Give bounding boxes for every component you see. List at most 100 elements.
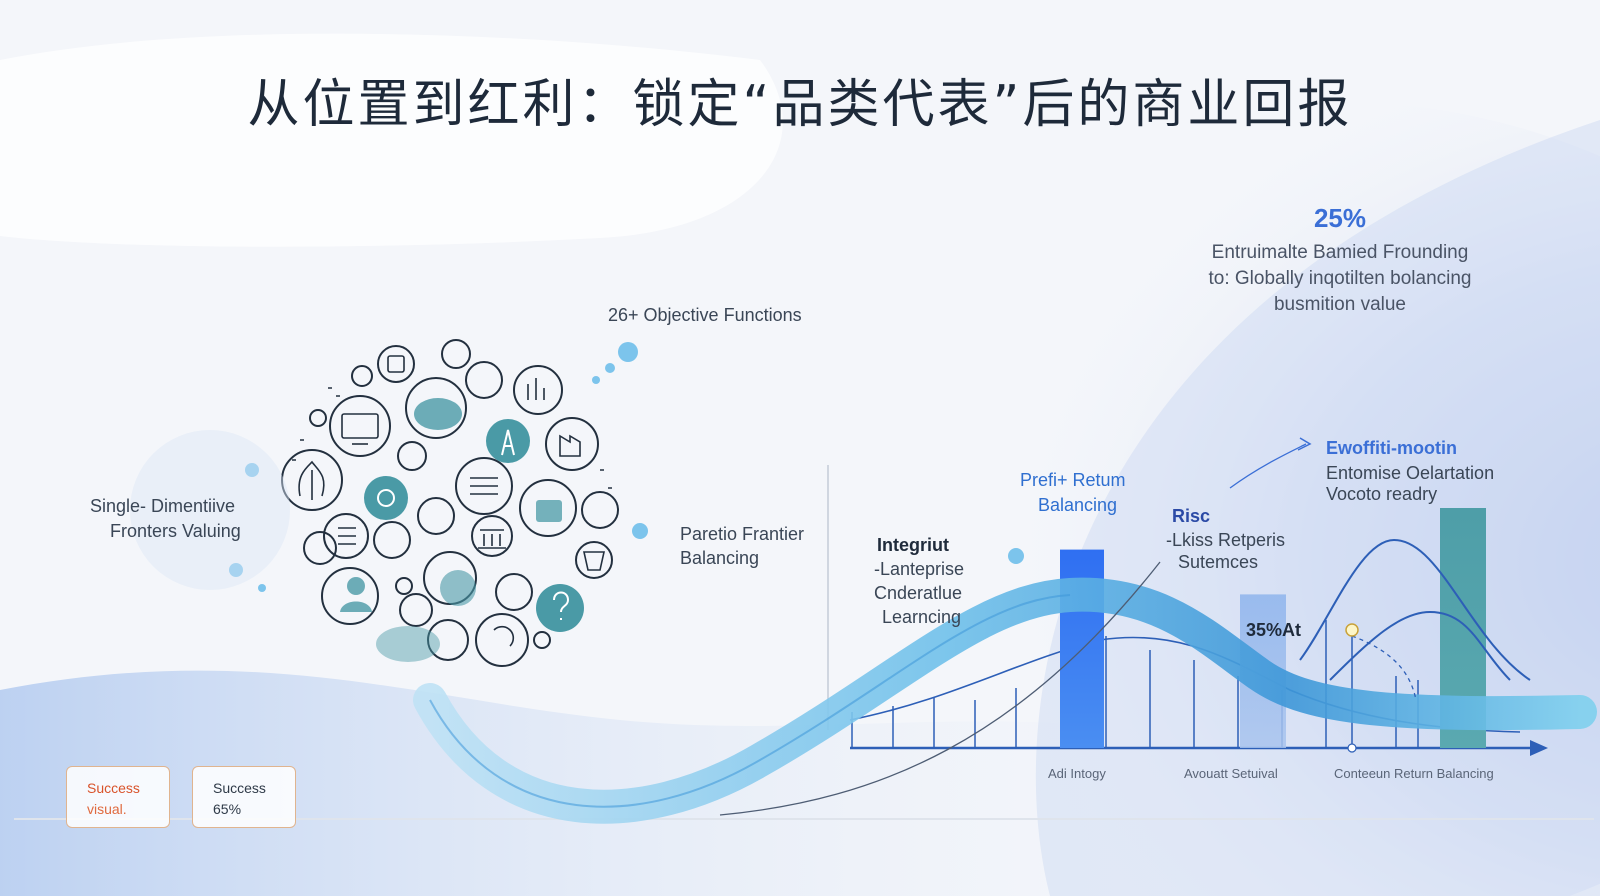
- cluster-node-icon: [405, 377, 467, 439]
- trend-line: [719, 561, 1161, 816]
- label-risk-2: -Lkiss Retperis: [1166, 530, 1286, 550]
- cluster-node-icon: [281, 449, 343, 511]
- cluster-node-icon: [581, 491, 619, 529]
- cluster-node-icon: [373, 521, 411, 559]
- factory-icon: [559, 434, 581, 457]
- tablet-icon: [387, 355, 405, 373]
- label-integr-title: Integriut: [877, 535, 949, 555]
- cluster-node-icon: [427, 619, 469, 661]
- cluster-node-icon: [329, 395, 391, 457]
- cluster-node-icon: [397, 441, 427, 471]
- label-evolve-2: Entomise Oelartation: [1326, 463, 1495, 483]
- tree-icon: [298, 460, 325, 500]
- cluster-node-icon: [519, 479, 577, 537]
- connector-dot: [1008, 548, 1024, 564]
- label-integr-2: -Lanteprise: [874, 559, 965, 579]
- bell-curve-2: [1329, 610, 1511, 681]
- cloud-icon: [376, 626, 440, 662]
- target-icon: [493, 625, 515, 647]
- cluster-node-icon: [377, 345, 415, 383]
- label-profit-2: Balancing: [1038, 495, 1118, 515]
- cluster-node-icon: [465, 361, 503, 399]
- stat-value: 25%: [1313, 203, 1367, 233]
- cluster-node-icon: [441, 339, 471, 369]
- trend-arrow-icon: [1297, 437, 1312, 451]
- point-value-label: 35%At: [1246, 620, 1302, 640]
- stat-desc-line-1: Entruimalte Bamied Frounding: [1211, 242, 1469, 263]
- label-single-dimension-2: Fronters Valuing: [110, 521, 241, 541]
- label-evolve-3: Vocoto readry: [1326, 484, 1438, 504]
- success-badge-visual: Success visual.: [66, 766, 170, 828]
- label-integr-3: Cnderatlue: [874, 583, 963, 603]
- person-icon: [340, 601, 372, 612]
- connector-dot: [632, 523, 648, 539]
- label-pareto-1: Paretio Frantier: [680, 524, 805, 544]
- x-tick-label-2: Avouatt Setuival: [1184, 766, 1278, 781]
- cluster-node-icon: [545, 417, 599, 471]
- trend-arrow-line: [1229, 443, 1307, 489]
- cluster-node-filled-icon: [364, 476, 408, 520]
- cluster-node-icon: [417, 497, 455, 535]
- cluster-node-icon: [533, 631, 551, 649]
- stat-desc-line-2: to: Globally inqotilten bolancing: [1208, 268, 1472, 289]
- success-badge-percent: Success 65%: [192, 766, 296, 828]
- label-objective-functions: 26+ Objective Functions: [608, 305, 802, 325]
- lines-icon: [470, 477, 498, 495]
- cluster-node-icon: [575, 541, 613, 579]
- connector-dot: [618, 342, 638, 362]
- x-axis-arrow-icon: [1530, 740, 1548, 756]
- label-pareto-2: Balancing: [680, 548, 760, 568]
- label-integr-4: Learncing: [882, 607, 962, 627]
- list-icon: [338, 527, 356, 545]
- badge-line-1: Success: [87, 780, 140, 796]
- badge-line-1: Success: [213, 780, 266, 796]
- connector-dot: [258, 584, 266, 592]
- bank-icon: [478, 529, 506, 549]
- cluster-node-filled-icon: [486, 419, 530, 463]
- glow-circle: [130, 430, 290, 590]
- cloud-icon: [414, 398, 462, 430]
- dashed-curve: [1351, 635, 1417, 701]
- puzzle-icon: [536, 500, 562, 522]
- cluster-node-filled-icon: [536, 584, 584, 632]
- connector-dot: [592, 376, 600, 384]
- cluster-node-icon: [323, 513, 369, 559]
- badge-line-2: visual.: [87, 801, 127, 817]
- cluster-node-icon: [303, 531, 337, 565]
- label-profit-1: Prefi+ Retum: [1020, 470, 1126, 490]
- label-risk-3: Sutemces: [1178, 552, 1259, 572]
- dots-icon: [292, 387, 612, 489]
- label-single-dimension-1: Single- Dimentiive: [90, 496, 236, 516]
- globe-icon: [440, 570, 476, 606]
- cluster-node-icon: [455, 457, 513, 515]
- label-evolve-title: Ewoffiti-mootin: [1326, 438, 1457, 458]
- cluster-node-icon: [399, 593, 433, 627]
- label-risk-title: Risc: [1172, 506, 1211, 526]
- cluster-node-icon: [513, 365, 563, 415]
- x-tick-label-3: Conteeun Return Balancing: [1334, 766, 1494, 781]
- cluster-node-icon: [471, 515, 513, 557]
- chart-icon: [527, 378, 545, 400]
- cluster-node-icon: [395, 577, 413, 595]
- connector-dot: [229, 563, 243, 577]
- cluster-node-icon: [309, 409, 327, 427]
- axis-marker-icon: [1347, 743, 1357, 753]
- person-icon: [347, 577, 365, 595]
- cluster-node-icon: [495, 573, 533, 611]
- basket-icon: [583, 551, 605, 571]
- x-tick-label-1: Adi Intogy: [1048, 766, 1106, 781]
- connector-dot: [245, 463, 259, 477]
- point-marker-icon: [1345, 623, 1359, 637]
- page-title: 从位置到红利：锁定“品类代表”后的商业回报: [247, 75, 1353, 135]
- badge-line-2: 65%: [213, 801, 242, 817]
- bell-curve-1: [1299, 538, 1531, 681]
- stat-desc-line-3: busmition value: [1273, 294, 1407, 315]
- cluster-node-icon: [351, 365, 373, 387]
- monitor-icon: [341, 413, 379, 439]
- cluster-node-icon: [321, 567, 379, 625]
- cluster-node-icon: [475, 613, 529, 667]
- stat-description: Entruimalte Bamied Frounding to: Globall…: [1160, 240, 1520, 318]
